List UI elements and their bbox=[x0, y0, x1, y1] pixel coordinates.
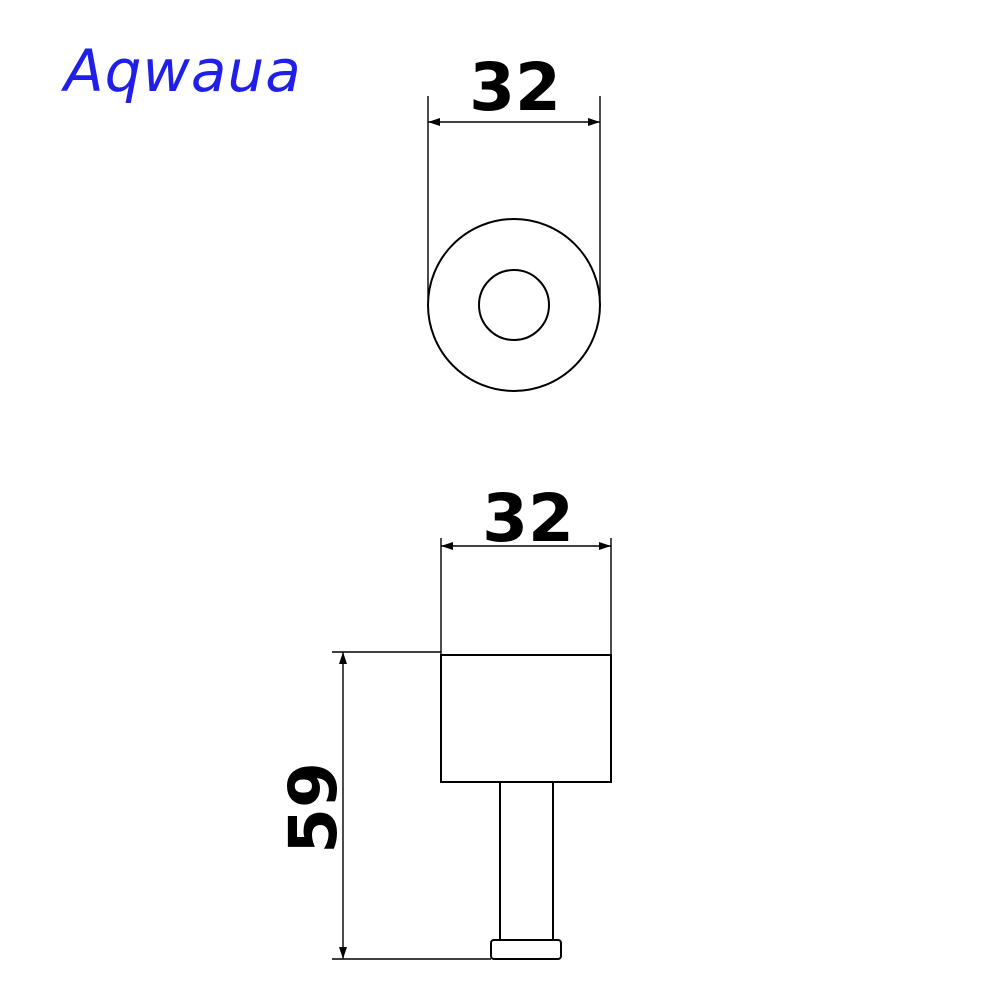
side-view-height-dimension: 59 bbox=[275, 762, 352, 854]
side-view-width-arrow-right bbox=[599, 542, 611, 550]
side-view: 32 59 bbox=[275, 480, 612, 960]
top-view: 32 bbox=[427, 49, 601, 392]
top-view-arrow-left bbox=[428, 118, 440, 126]
top-view-inner-circle bbox=[478, 269, 550, 341]
side-view-width-dimension: 32 bbox=[482, 480, 574, 557]
top-view-width-dimension: 32 bbox=[469, 49, 561, 126]
side-view-width-arrow-left bbox=[441, 542, 453, 550]
top-view-outer-circle bbox=[427, 218, 601, 392]
side-view-height-arrow-bottom bbox=[339, 947, 347, 959]
side-view-height-arrow-top bbox=[339, 652, 347, 664]
brand-logo: Aqwaua bbox=[64, 37, 302, 105]
side-view-knob-body bbox=[440, 654, 612, 783]
side-view-base-plate bbox=[490, 939, 562, 960]
top-view-arrow-right bbox=[588, 118, 600, 126]
